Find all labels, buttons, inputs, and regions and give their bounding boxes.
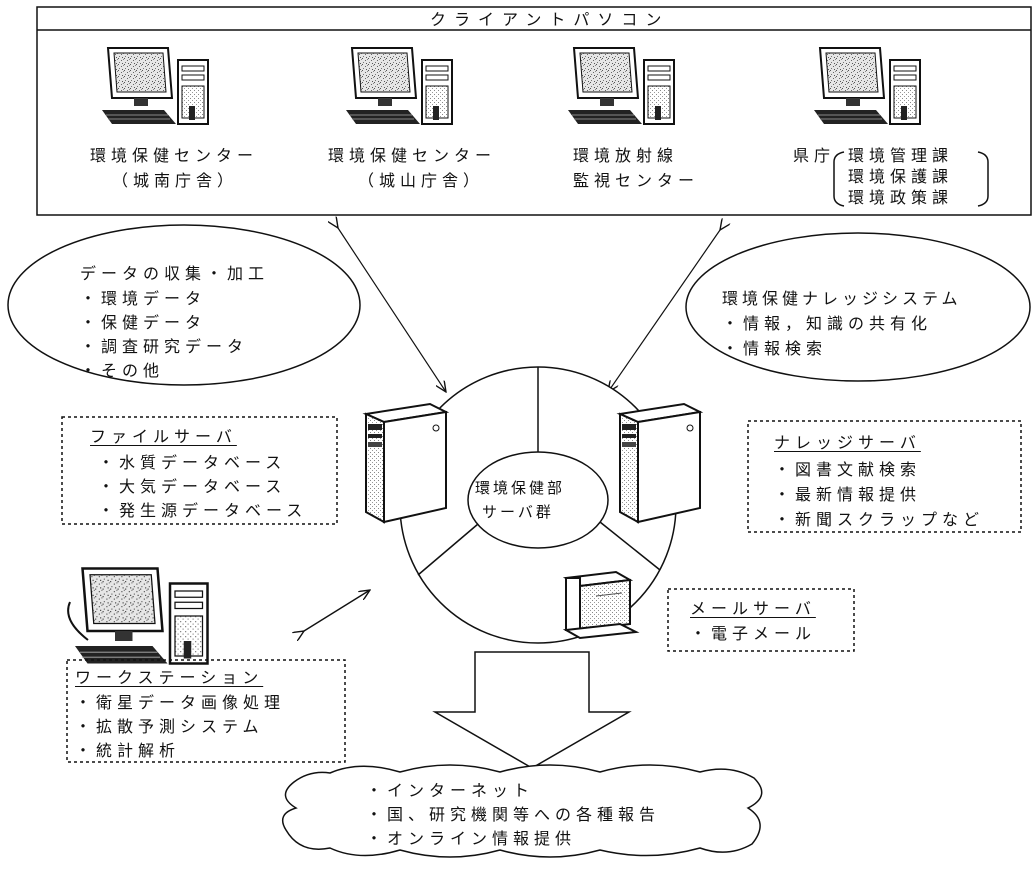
client-pc-title: クライアントパソコン <box>430 10 670 29</box>
client-pc-prefecture-icon <box>813 47 921 125</box>
client-pc-jonan-icon <box>101 47 209 125</box>
cloud-item-online: ・オンライン情報提供 <box>366 829 577 848</box>
workstation-box <box>66 659 346 763</box>
knowledge-server-item: ・図書文献検索 <box>774 460 922 479</box>
prefecture-label: 県庁 <box>793 146 836 165</box>
output-down-arrow <box>432 651 632 769</box>
client-pc-radiation-icon <box>567 47 675 125</box>
prefecture-dept-1: 環境管理課 <box>848 146 954 165</box>
client-shiroyama-name: 環境保健センター <box>328 146 497 165</box>
workstation-pc-icon <box>67 567 209 665</box>
knowledge-server-title: ナレッジサーバ <box>774 433 921 452</box>
prefecture-dept-2: 環境保護課 <box>848 167 954 186</box>
knowledge-system-item: ・情報，知識の共有化 <box>722 314 933 333</box>
file-server-item: ・発生源データベース <box>98 501 308 520</box>
data-collection-item: ・調査研究データ <box>80 337 249 356</box>
cloud-item-reports: ・国、研究機関等への各種報告 <box>366 805 661 824</box>
knowledge-server-tower-icon <box>619 403 701 523</box>
data-collection-item: ・その他 <box>80 361 165 380</box>
data-collection-heading: データの収集・加工 <box>80 264 270 283</box>
file-server-box <box>61 416 338 525</box>
mail-server-box <box>667 588 855 652</box>
client-jonan-name: 環境保健センター <box>90 146 259 165</box>
client-hub-arrow-right <box>608 230 720 392</box>
prefecture-dept-3: 環境政策課 <box>848 188 954 207</box>
workstation-item: ・衛星データ画像処理 <box>75 693 286 712</box>
data-collection-item: ・保健データ <box>80 313 207 332</box>
mail-server-title: メールサーバ <box>690 599 816 618</box>
client-shiroyama-sub: （城山庁舎） <box>358 171 485 190</box>
internet-cloud <box>281 764 763 858</box>
knowledge-server-item: ・最新情報提供 <box>774 485 922 504</box>
file-server-item: ・大気データベース <box>98 477 287 496</box>
client-hub-arrow-left <box>338 228 446 392</box>
file-server-tower-icon <box>365 403 447 523</box>
workstation-hub-arrow <box>304 590 370 631</box>
workstation-title: ワークステーション <box>75 668 264 687</box>
file-server-title: ファイルサーバ <box>90 427 237 446</box>
file-server-item: ・水質データベース <box>98 453 287 472</box>
server-group-sub: サーバ群 <box>482 503 554 521</box>
workstation-item: ・拡散予測システム <box>75 717 264 736</box>
knowledge-system-item: ・情報検索 <box>722 339 828 358</box>
knowledge-system-heading: 環境保健ナレッジシステム <box>722 289 962 308</box>
client-jonan-sub: （城南庁舎） <box>112 171 239 190</box>
client-pc-shiroyama-icon <box>345 47 453 125</box>
mail-server-tower-icon <box>562 570 640 640</box>
data-collection-item: ・環境データ <box>80 289 207 308</box>
workstation-item: ・統計解析 <box>75 741 181 760</box>
mail-server-item: ・電子メール <box>690 624 817 643</box>
client-radiation-line2: 監視センター <box>573 171 700 190</box>
knowledge-server-item: ・新聞スクラップなど <box>774 510 985 529</box>
cloud-item-internet: ・インターネット <box>366 781 535 800</box>
client-radiation-line1: 環境放射線 <box>573 146 679 165</box>
server-group-name: 環境保健部 <box>475 479 566 497</box>
